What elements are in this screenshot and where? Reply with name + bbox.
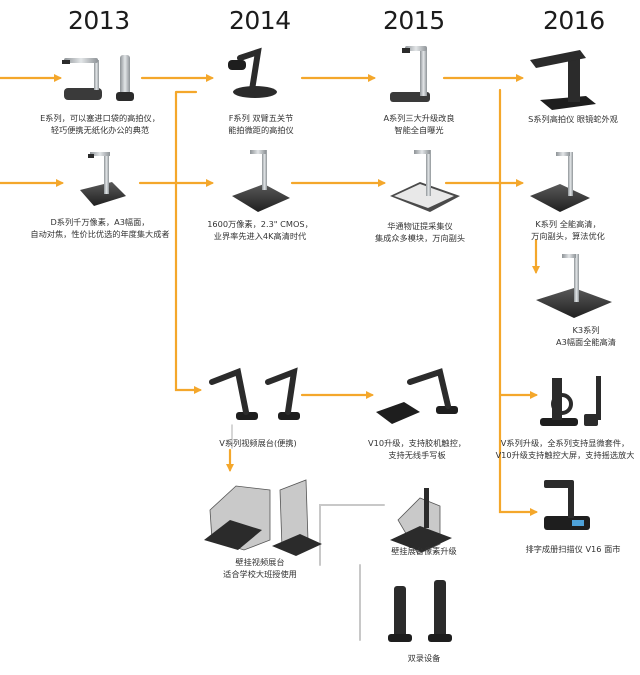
year-2015: 2015 xyxy=(383,6,445,35)
caption-f-series: F系列 双臂五关节能拍微距的高拍仪 xyxy=(228,113,294,135)
device-v-upgrade xyxy=(540,376,601,426)
device-k3-series xyxy=(536,254,612,318)
caption-a-series: A系列三大升级改良智能全自曝光 xyxy=(383,113,455,135)
caption-cmos-16mp: 1600万像素，2.3" CMOS，业界率先进入4K高清时代 xyxy=(207,219,313,241)
year-2014: 2014 xyxy=(229,6,291,35)
device-dual xyxy=(388,580,452,642)
device-v16 xyxy=(544,480,590,530)
caption-v10: V10升级，支持胶机触控，支持无线手写板 xyxy=(368,438,466,460)
device-wall-upgrade xyxy=(390,488,452,555)
caption-document-scanner: 华通物证提采集仪集成众多模块，万向副头 xyxy=(374,221,466,243)
caption-wall-upgrade: 壁挂展台像素升级 xyxy=(391,546,457,556)
caption-v-series: V系列视频展台(便携) xyxy=(219,438,297,448)
caption-wall-booth: 壁挂视频展台适合学校大班授使用 xyxy=(223,557,297,579)
caption-d-series: D系列千万像素，A3幅面，自动对焦，性价比优选的年度集大成者 xyxy=(30,217,170,239)
device-v10 xyxy=(376,368,458,424)
year-2016: 2016 xyxy=(543,6,605,35)
device-s-series xyxy=(530,50,596,110)
year-2013: 2013 xyxy=(68,6,130,35)
caption-v-upgrade: V系列升级，全系列支持显微套件，V10升级支持触控大屏，支持摇选放大 xyxy=(495,438,635,460)
branch-2014 xyxy=(174,90,200,390)
device-wall-booth xyxy=(204,479,322,556)
branch-2016 xyxy=(498,88,538,516)
device-f-series xyxy=(228,47,277,98)
caption-e-series: E系列，可以塞进口袋的高拍仪，轻巧便携无纸化办公的典范 xyxy=(40,113,160,135)
caption-k-series: K系列 全能高清，万向副头，算法优化 xyxy=(531,219,605,241)
caption-dual-device: 双录设备 xyxy=(407,653,441,663)
device-d-series xyxy=(80,152,126,206)
device-cmos-16mp xyxy=(232,150,290,212)
device-k-series xyxy=(530,152,590,212)
device-a-series xyxy=(390,46,430,102)
device-e-series xyxy=(62,55,134,101)
caption-s-series: S系列高拍仪 眼镜蛇外观 xyxy=(528,114,618,124)
grey-branch xyxy=(319,504,385,641)
device-document-scanner xyxy=(390,150,460,212)
caption-v16: 排字成册扫描仪 V16 面市 xyxy=(525,544,621,554)
connectors xyxy=(0,74,540,641)
device-v-series xyxy=(209,367,300,420)
